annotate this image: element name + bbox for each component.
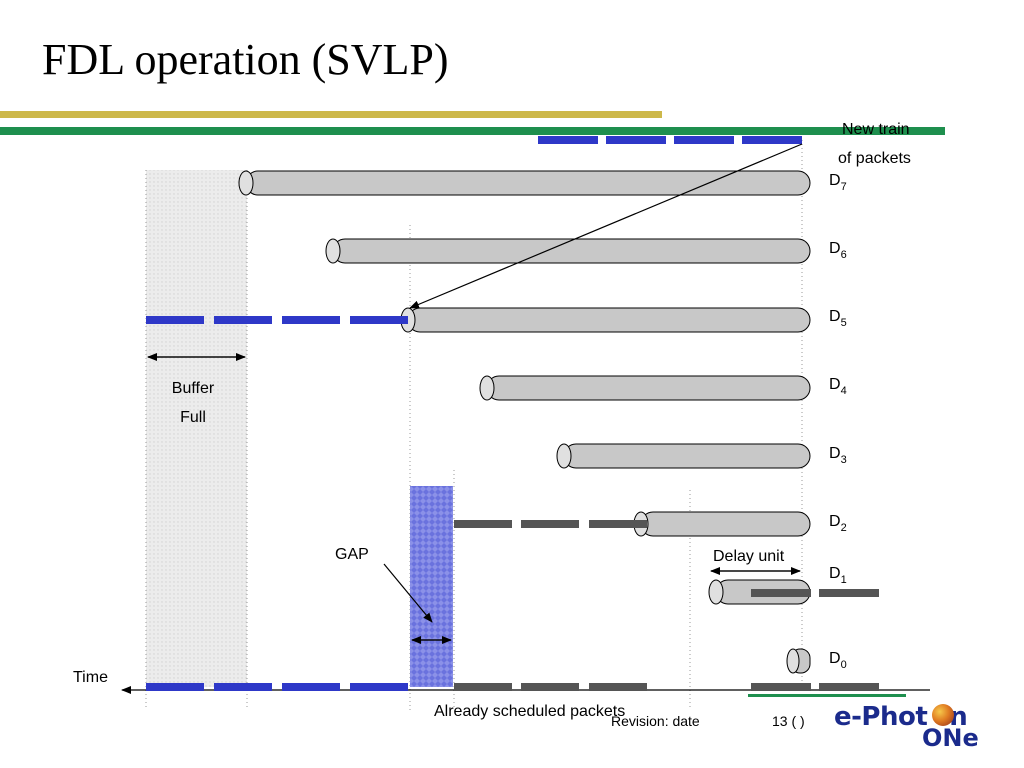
label-d2: D2 [829, 513, 847, 534]
label-d6: D6 [829, 240, 847, 261]
scheduled-packets-d1 [751, 589, 879, 597]
buffer-full-label-line2: Full [180, 409, 206, 426]
gap-label: GAP [335, 546, 369, 563]
fdl-d5 [400, 307, 811, 333]
new-packet-train [538, 136, 802, 144]
new-train-arrow [409, 143, 803, 309]
new-packets-d5 [146, 316, 408, 324]
fdl-d0 [786, 648, 811, 674]
slide-title: FDL operation (SVLP) [42, 35, 449, 84]
label-d4: D4 [829, 376, 847, 397]
time-label: Time [73, 669, 108, 686]
gap-region [410, 486, 453, 687]
label-d5: D5 [829, 308, 847, 329]
label-d0: D0 [829, 650, 847, 671]
label-d3: D3 [829, 445, 847, 466]
logo-text-line2: ONe [922, 724, 979, 752]
new-train-label-line1: New train [842, 121, 910, 138]
fdl-d4 [479, 375, 811, 401]
gap-pointer-arrow [383, 563, 433, 623]
label-d7: D7 [829, 172, 847, 193]
label-d1: D1 [829, 565, 847, 586]
fdl-d2 [633, 511, 811, 537]
output-new-packets [146, 683, 408, 691]
footer-page-number: 13 ( ) [772, 713, 805, 729]
fdl-d6 [325, 238, 811, 264]
buffer-full-label-line1: Buffer [172, 380, 215, 397]
footer-green-line [748, 694, 906, 697]
delay-line-labels: D7 D6 D5 D4 D3 D2 D1 D0 [829, 172, 847, 671]
globe-icon [932, 704, 954, 726]
footer-revision: Revision: date [611, 713, 700, 729]
buffer-full-region [146, 170, 247, 687]
title-gold-bar [0, 111, 662, 118]
new-train-label-line2: of packets [838, 150, 911, 167]
fdl-d7 [238, 170, 811, 196]
scheduled-packets-d2 [454, 520, 647, 528]
title-green-bar [0, 127, 945, 135]
already-scheduled-label: Already scheduled packets [434, 703, 625, 720]
output-scheduled-packets [454, 683, 879, 691]
fdl-d3 [556, 443, 811, 469]
delay-unit-label: Delay unit [713, 548, 785, 565]
